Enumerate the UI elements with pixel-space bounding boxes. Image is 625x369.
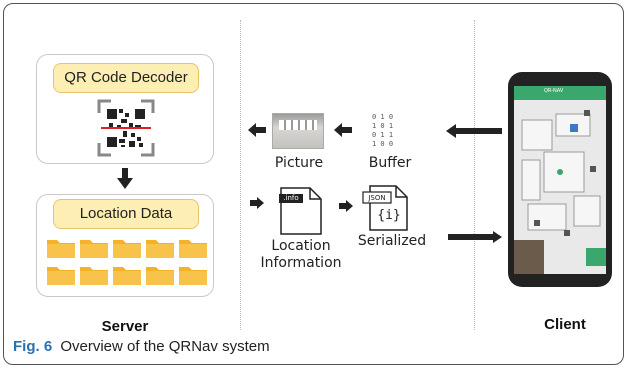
json-file-icon: JSON {i} bbox=[362, 184, 410, 232]
divider-left bbox=[240, 20, 241, 330]
folder-icon bbox=[179, 267, 207, 285]
left-arrow-icon bbox=[248, 123, 266, 137]
json-symbol: {i} bbox=[377, 208, 401, 223]
folder-icon bbox=[179, 240, 207, 258]
svg-text:1 0 0: 1 0 0 bbox=[372, 140, 393, 148]
right-arrow-icon bbox=[250, 197, 264, 209]
location-data-panel: Location Data bbox=[36, 194, 214, 297]
folder-icon bbox=[80, 267, 108, 285]
buffer-label: Buffer bbox=[368, 155, 412, 171]
binary-buffer-icon: 0 1 01 0 10 1 11 0 0 bbox=[372, 113, 393, 148]
svg-text:0 1 1: 0 1 1 bbox=[372, 131, 393, 139]
info-file-icon: .info bbox=[278, 186, 324, 236]
info-file-tag: .info bbox=[283, 194, 299, 202]
phone-screen: QR-NAV bbox=[514, 86, 606, 274]
figure-number: Fig. 6 bbox=[13, 338, 53, 355]
server-to-client-arrow bbox=[448, 231, 502, 243]
left-arrow-icon bbox=[334, 123, 352, 137]
figure-caption: Fig. 6 Overview of the QRNav system bbox=[13, 338, 270, 355]
down-arrow-icon bbox=[117, 168, 133, 189]
phone-app-title: QR-NAV bbox=[544, 88, 564, 94]
svg-text:0 1 0: 0 1 0 bbox=[372, 113, 393, 121]
divider-right bbox=[474, 20, 475, 330]
serialized-label: Serialized bbox=[357, 233, 427, 249]
qr-decoder-title: QR Code Decoder bbox=[53, 63, 199, 93]
qr-decoder-panel: QR Code Decoder bbox=[36, 54, 214, 164]
location-info-label-line1: Location bbox=[271, 238, 331, 254]
qr-code-icon bbox=[97, 99, 155, 157]
location-data-title: Location Data bbox=[53, 199, 199, 229]
right-arrow-icon bbox=[339, 200, 353, 212]
indoor-map bbox=[514, 100, 606, 274]
folder-icon bbox=[146, 267, 174, 285]
figure-caption-text: Overview of the QRNav system bbox=[60, 338, 270, 355]
smartphone: QR-NAV bbox=[508, 72, 612, 287]
folder-icon bbox=[80, 240, 108, 258]
picture-thumbnail bbox=[272, 113, 324, 149]
figure-frame bbox=[3, 3, 624, 365]
svg-text:1 0 1: 1 0 1 bbox=[372, 122, 393, 130]
folder-icon bbox=[146, 240, 174, 258]
json-file-tag: JSON bbox=[368, 194, 386, 202]
folder-icon bbox=[47, 267, 75, 285]
folder-icon bbox=[113, 267, 141, 285]
client-label: Client bbox=[544, 316, 586, 333]
location-info-label-line2: Information bbox=[260, 255, 342, 271]
client-to-server-arrow bbox=[446, 124, 502, 138]
server-label: Server bbox=[101, 318, 149, 335]
picture-label: Picture bbox=[274, 155, 324, 171]
folder-icon bbox=[47, 240, 75, 258]
folder-icon bbox=[113, 240, 141, 258]
phone-app-bar: QR-NAV bbox=[514, 86, 606, 100]
